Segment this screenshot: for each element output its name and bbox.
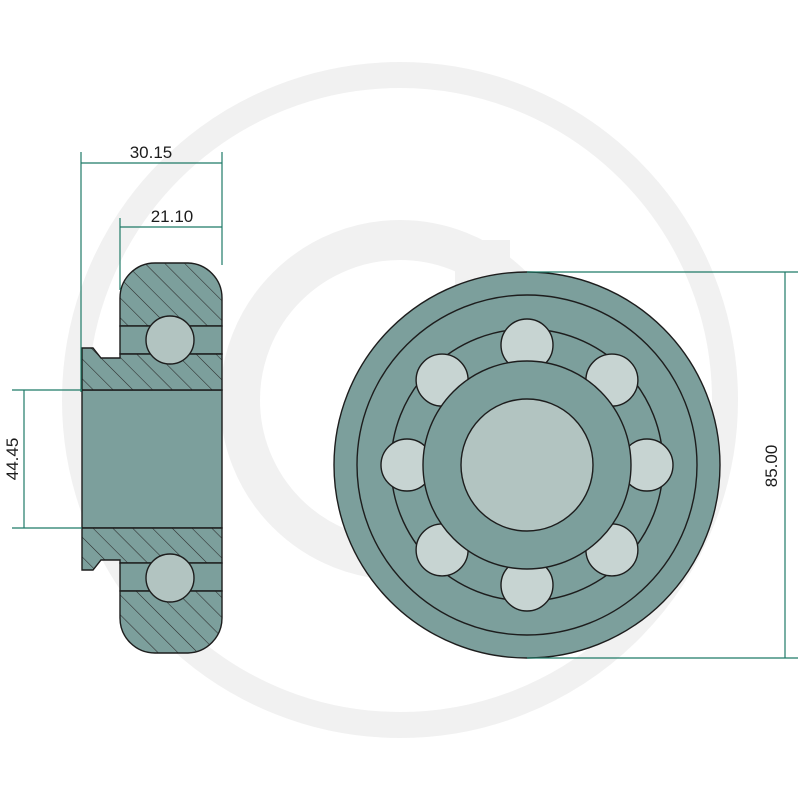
dimension-ring-width: 21.10: [119, 207, 222, 290]
dimension-bore: 44.45: [3, 389, 82, 529]
dimension-overall-width-label: 30.15: [130, 143, 173, 162]
dimension-ring-width-label: 21.10: [151, 207, 194, 226]
bearing-front-view: [333, 271, 721, 659]
ball-section-top: [145, 315, 195, 365]
dimension-outer-diameter: 85.00: [527, 271, 798, 659]
outer-ring-top: [119, 262, 223, 327]
outer-ring-edge: [356, 294, 698, 636]
dimension-overall-width: 30.15: [80, 143, 223, 392]
inner-ring-bottom: [81, 527, 223, 571]
bearing-cross-section: [81, 262, 223, 654]
outer-ring-bottom: [119, 590, 223, 654]
bore: [460, 398, 594, 532]
ball-section-bottom: [145, 553, 195, 603]
dimension-outer-diameter-label: 85.00: [762, 445, 781, 488]
bore-shaft: [81, 389, 223, 529]
dimension-bore-label: 44.45: [3, 438, 22, 481]
inner-ring-top: [81, 347, 223, 391]
